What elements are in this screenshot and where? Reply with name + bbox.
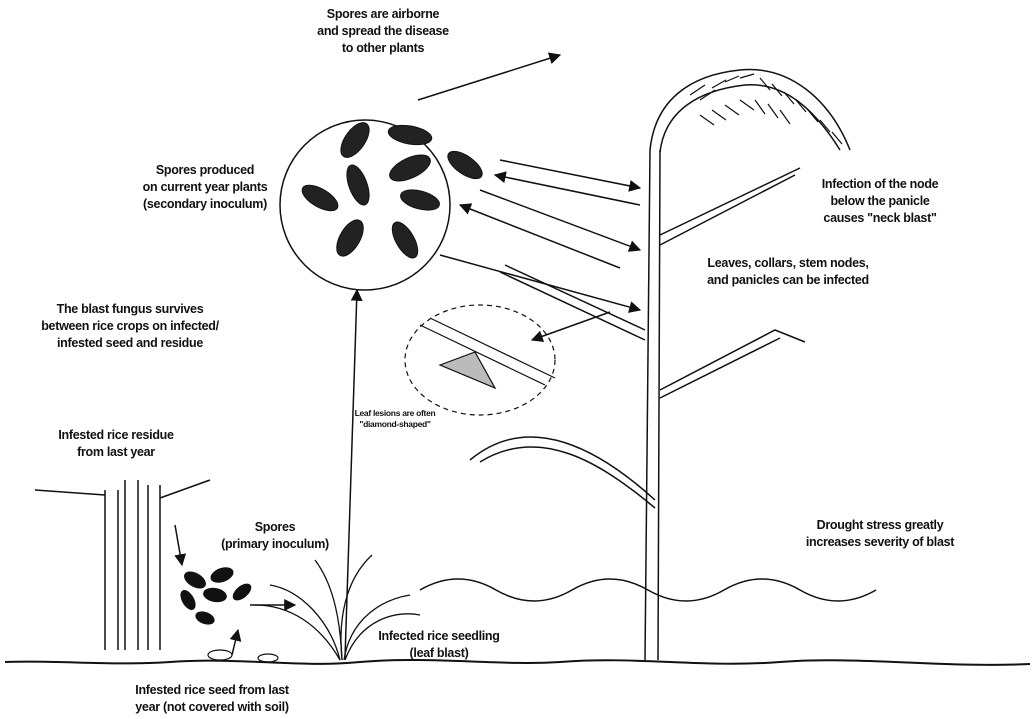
primary-spores [177, 564, 254, 627]
label-primary-inoculum: Spores (primary inoculum) [221, 519, 329, 553]
label-line: Infested rice residue [58, 427, 173, 444]
infested-residue [35, 480, 210, 650]
secondary-spores [298, 118, 486, 262]
water-line [420, 579, 876, 601]
label-infested-seed: Infested rice seed from last year (not c… [135, 682, 288, 716]
label-line: and spread the disease [317, 23, 449, 40]
ground-line [5, 660, 1030, 665]
label-line: Infested rice seed from last [135, 682, 288, 699]
label-line: Infected rice seedling [378, 628, 499, 645]
label-line: on current year plants [143, 179, 268, 196]
label-line: Infection of the node [822, 176, 939, 193]
label-line: year (not covered with soil) [135, 699, 288, 716]
infested-seed [208, 650, 232, 660]
label-line: Spores produced [143, 162, 268, 179]
label-line: and panicles can be infected [707, 272, 869, 289]
label-line: to other plants [317, 40, 449, 57]
label-line: (primary inoculum) [221, 536, 329, 553]
infection-arrows [175, 55, 640, 658]
label-line: between rice crops on infected/ [41, 318, 219, 335]
label-line: Leaf lesions are often [355, 408, 436, 419]
label-infested-residue: Infested rice residue from last year [58, 427, 173, 461]
label-line: infested seed and residue [41, 335, 219, 352]
label-line: (secondary inoculum) [143, 196, 268, 213]
label-line: "diamond-shaped" [355, 419, 436, 430]
label-airborne-spores: Spores are airborne and spread the disea… [317, 6, 449, 57]
label-infected-parts: Leaves, collars, stem nodes, and panicle… [707, 255, 869, 289]
label-line: increases severity of blast [806, 534, 954, 551]
label-line: The blast fungus survives [41, 301, 219, 318]
label-secondary-inoculum: Spores produced on current year plants (… [143, 162, 268, 213]
label-line: (leaf blast) [378, 645, 499, 662]
label-line: below the panicle [822, 193, 939, 210]
label-line: Spores are airborne [317, 6, 449, 23]
label-fungus-survives: The blast fungus survives between rice c… [41, 301, 219, 352]
label-leaf-lesions: Leaf lesions are often "diamond-shaped" [355, 408, 436, 430]
label-drought-stress: Drought stress greatly increases severit… [806, 517, 954, 551]
label-line: causes "neck blast" [822, 210, 939, 227]
label-line: from last year [58, 444, 173, 461]
label-line: Drought stress greatly [806, 517, 954, 534]
label-line: Leaves, collars, stem nodes, [707, 255, 869, 272]
label-neck-blast: Infection of the node below the panicle … [822, 176, 939, 227]
label-infected-seedling: Infected rice seedling (leaf blast) [378, 628, 499, 662]
label-line: Spores [221, 519, 329, 536]
